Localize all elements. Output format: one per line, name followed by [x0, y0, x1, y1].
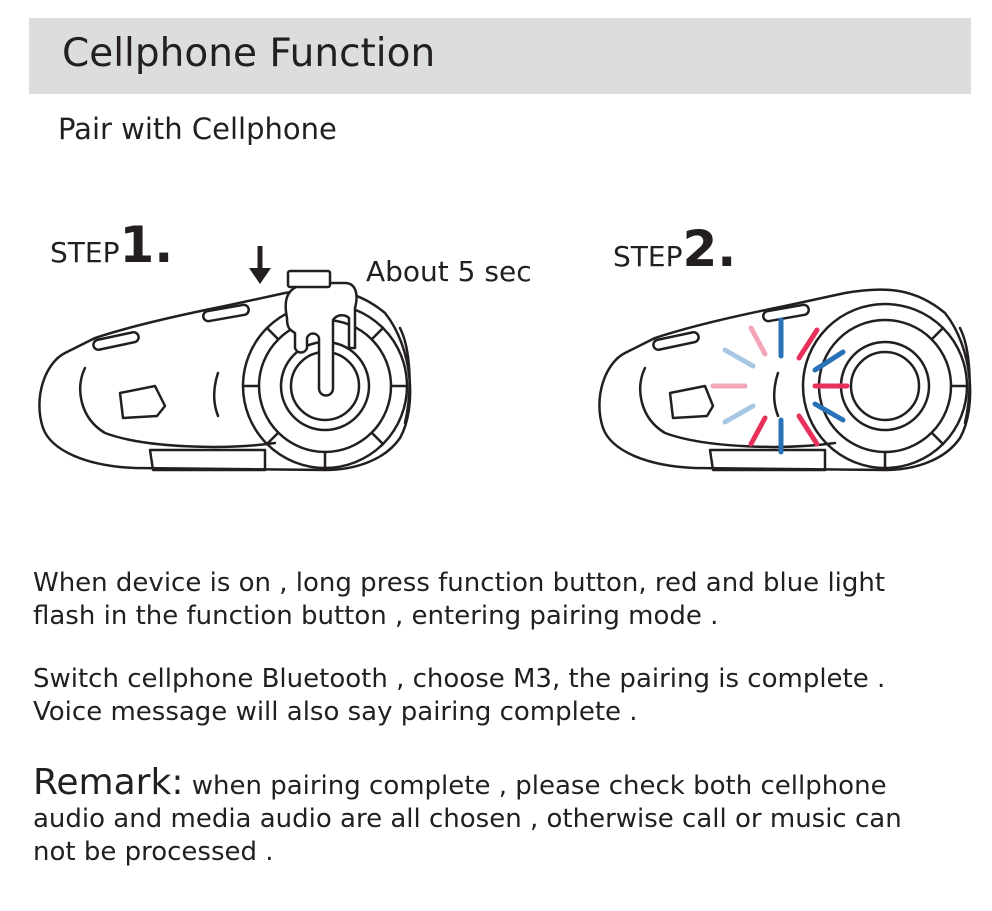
press-duration-hint: About 5 sec: [366, 255, 532, 288]
instruction-paragraph-2: Switch cellphone Bluetooth , choose M3, …: [33, 663, 963, 729]
instruction-line: flash in the function button , entering …: [33, 601, 719, 631]
device-body: [38, 288, 412, 472]
remark-line: audio and media audio are all chosen , o…: [33, 804, 902, 834]
instruction-line: Switch cellphone Bluetooth , choose M3, …: [33, 664, 886, 694]
press-down-arrow-icon: [249, 246, 271, 284]
device-top-button-right: [202, 303, 250, 323]
section-title: Cellphone Function: [62, 31, 436, 76]
device-top-button-left: [92, 331, 140, 351]
instruction-paragraph-1: When device is on , long press function …: [33, 567, 963, 633]
device-top-button-left: [652, 331, 700, 351]
step-1-word: STEP: [50, 236, 120, 269]
device-top-button-right: [762, 303, 810, 323]
device-window: [668, 384, 715, 420]
pressing-finger-icon: [284, 281, 358, 397]
step-1-label: STEP1.: [50, 216, 173, 274]
remark-line: not be processed .: [33, 837, 274, 867]
step-2-label: STEP2.: [613, 220, 736, 278]
instruction-line: When device is on , long press function …: [33, 568, 886, 598]
section-header: Cellphone Function: [29, 18, 971, 94]
device-body: [598, 288, 972, 472]
step-2-device-illustration: [598, 288, 972, 472]
instruction-line: Voice message will also say pairing comp…: [33, 697, 638, 727]
remark-label: Remark:: [33, 762, 184, 803]
step-1-device-illustration: [38, 281, 412, 472]
remark-line: when pairing complete , please check bot…: [191, 771, 887, 801]
step-2-word: STEP: [613, 240, 683, 273]
flashing-light-icon: [710, 317, 850, 455]
device-function-button: [839, 340, 931, 432]
step-1-number: 1.: [119, 216, 174, 274]
step-2-number: 2.: [682, 220, 737, 278]
remark-paragraph: Remark: when pairing complete , please c…: [33, 765, 963, 869]
subsection-title: Pair with Cellphone: [58, 112, 337, 146]
button-cap-icon: [286, 269, 332, 289]
device-window: [118, 384, 167, 420]
